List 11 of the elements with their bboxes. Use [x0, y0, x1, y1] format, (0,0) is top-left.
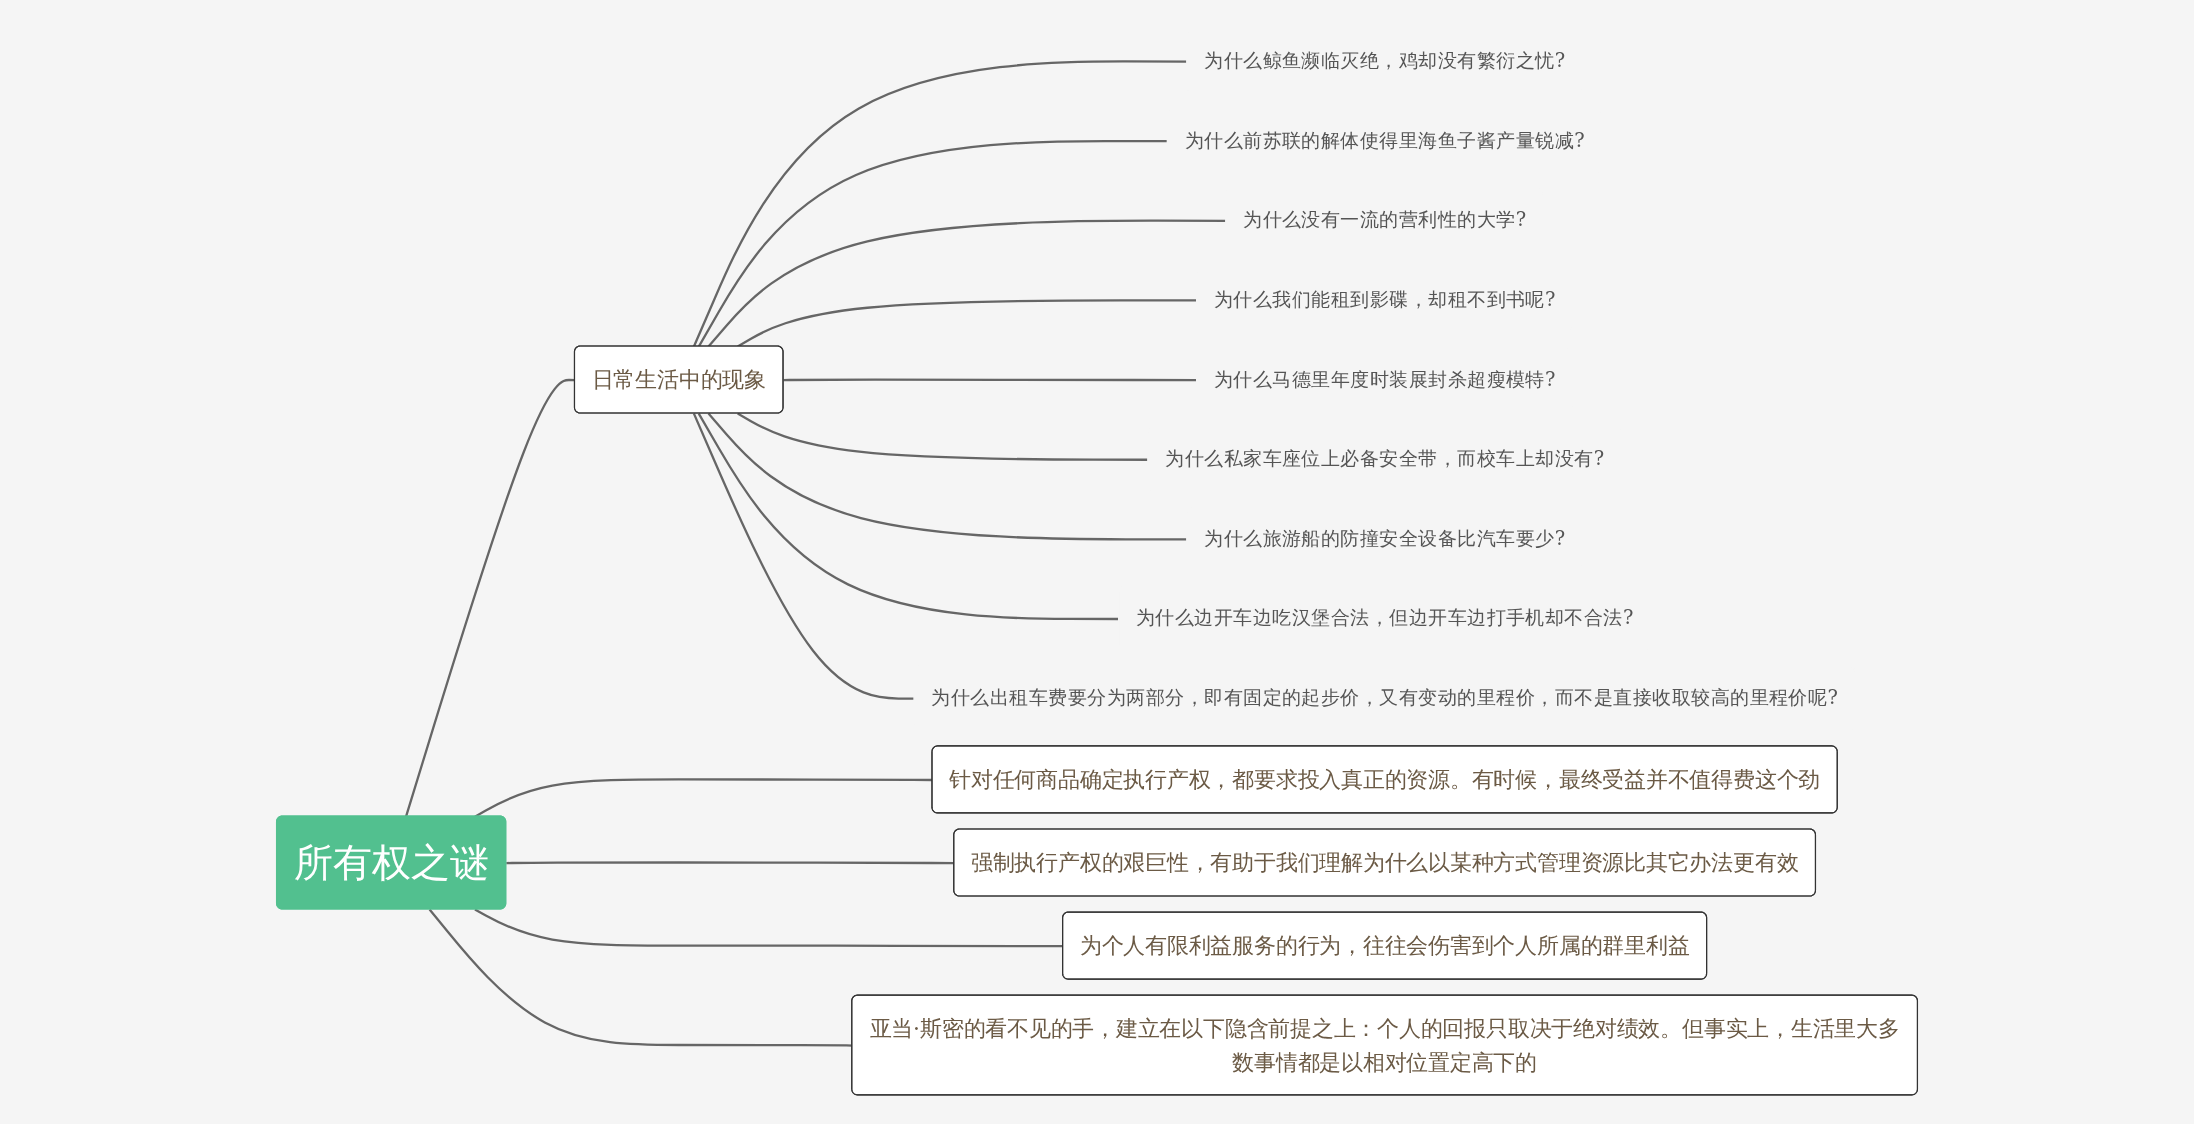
node-text: 为什么私家车座位上必备安全带，而校车上却没有? [1165, 446, 1605, 470]
node-text: 为什么前苏联的解体使得里海鱼子酱产量锐减? [1184, 128, 1585, 152]
node-text: 为什么鲸鱼濒临灭绝，鸡却没有繁衍之忧? [1204, 48, 1566, 72]
node-text: 为什么出租车费要分为两部分，即有固定的起步价，又有变动的里程价，而不是直接收取较高的里程价呢? [931, 685, 1838, 709]
node-text: 为什么旅游船的防撞安全设备比汽车要少? [1204, 526, 1566, 550]
node-text: 为什么我们能租到影碟，却租不到书呢? [1213, 287, 1556, 311]
node-text: 为什么没有一流的营利性的大学? [1243, 207, 1527, 231]
connector [697, 139, 1168, 348]
node-text: 为什么边开车边吃汉堡合法，但边开车边打手机却不合法? [1135, 606, 1634, 630]
node-text: 为什么马德里年度时装展封杀超瘦模特? [1213, 367, 1556, 391]
connector [692, 413, 915, 700]
